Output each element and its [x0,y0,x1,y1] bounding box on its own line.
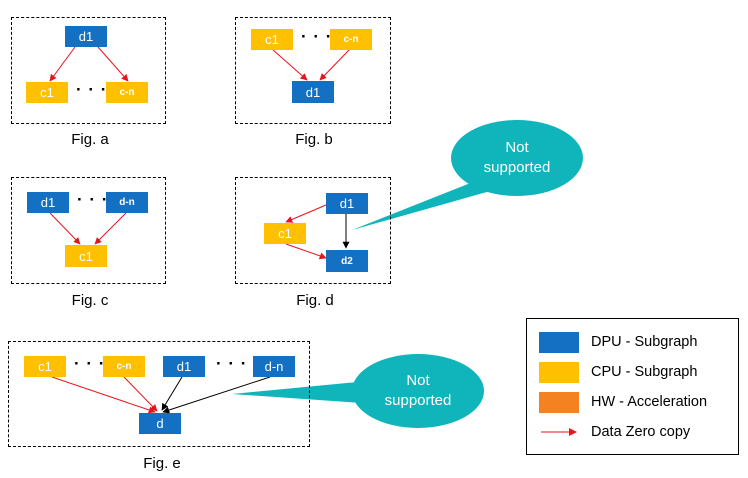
fig-c-ellipsis: · · · [77,190,109,209]
fig-b-node-c1: c1 [251,29,293,50]
fig-d-frame [235,177,391,284]
fig-b-node-d1: d1 [292,81,334,103]
fig-e-node-d: d [139,413,181,434]
fig-a-arrow-d1-cn [97,46,129,82]
callout-top-text: Not supported [467,138,567,178]
fig-e-node-cn: c-n [103,356,145,377]
fig-a-arrow-d1-c1 [49,46,76,82]
callout-top-line2: supported [483,159,551,176]
callout-bottom-line2: supported [384,392,452,409]
fig-c-node-dn: d-n [106,192,148,213]
callout-bubble-bottom [232,354,484,428]
fig-e-node-c1: c1 [24,356,66,377]
fig-e-arrow-c1-d [51,376,156,414]
fig-a-node-d1: d1 [65,26,107,47]
callout-bottom-text: Not supported [368,371,468,411]
fig-c-arrow-d1-c1 [49,212,81,245]
fig-e-arrow-d1-d [161,376,183,411]
fig-e-caption: Fig. e [143,455,181,472]
fig-d-node-c1: c1 [264,223,306,244]
legend-label-zero-copy: Data Zero copy [591,424,691,440]
fig-b-caption: Fig. b [295,131,333,148]
fig-c-node-c1: c1 [65,245,107,267]
fig-a-caption: Fig. a [71,131,109,148]
legend-item-hw: HW - Acceleration [539,391,707,413]
legend-label-cpu: CPU - Subgraph [591,364,698,380]
fig-e-ellipsis-right: · · · [216,354,248,373]
fig-c-frame [11,177,166,284]
legend-item-zero-copy: Data Zero copy [539,421,690,443]
legend-label-dpu: DPU - Subgraph [591,334,698,350]
fig-b-frame [235,17,391,124]
legend-label-hw: HW - Acceleration [591,394,708,410]
callout-top-line1: Not [505,139,529,156]
fig-e-arrow-dn-d [162,376,271,414]
fig-c-caption: Fig. c [71,292,109,309]
fig-d-node-d1: d1 [326,193,368,214]
fig-d-caption: Fig. d [296,292,334,309]
fig-b-arrow-cn-d1 [319,48,351,81]
fig-d-arrow-c1-d2 [285,243,327,260]
fig-a-ellipsis: · · · [76,80,108,99]
fig-e-node-d1: d1 [163,356,205,377]
fig-e-ellipsis-left: · · · [74,354,106,373]
fig-e-node-dn: d-n [253,356,295,377]
legend-swatch-hw [539,391,579,413]
callout-bubble-top [352,120,583,230]
fig-c-node-d1: d1 [27,192,69,213]
fig-a-frame [11,17,166,124]
callout-bottom-line1: Not [406,372,430,389]
legend-swatch-dpu [539,331,579,353]
fig-c-arrow-dn-c1 [94,212,127,245]
fig-b-arrow-c1-d1 [271,48,308,81]
legend-arrow-icon [541,428,577,436]
legend-swatch-cpu [539,361,579,383]
fig-e-frame [8,341,310,447]
fig-b-node-cn: c-n [330,29,372,50]
legend-item-dpu: DPU - Subgraph [539,331,697,353]
fig-e-arrow-cn-d [123,376,158,412]
legend-item-cpu: CPU - Subgraph [539,361,697,383]
legend: DPU - Subgraph CPU - Subgraph HW - Accel… [526,318,739,455]
fig-d-arrow-d1-c1 [285,204,327,223]
fig-b-ellipsis: · · · [301,27,333,46]
fig-a-node-cn: c-n [106,82,148,103]
fig-a-node-c1: c1 [26,82,68,103]
fig-d-node-d2: d2 [326,250,368,272]
